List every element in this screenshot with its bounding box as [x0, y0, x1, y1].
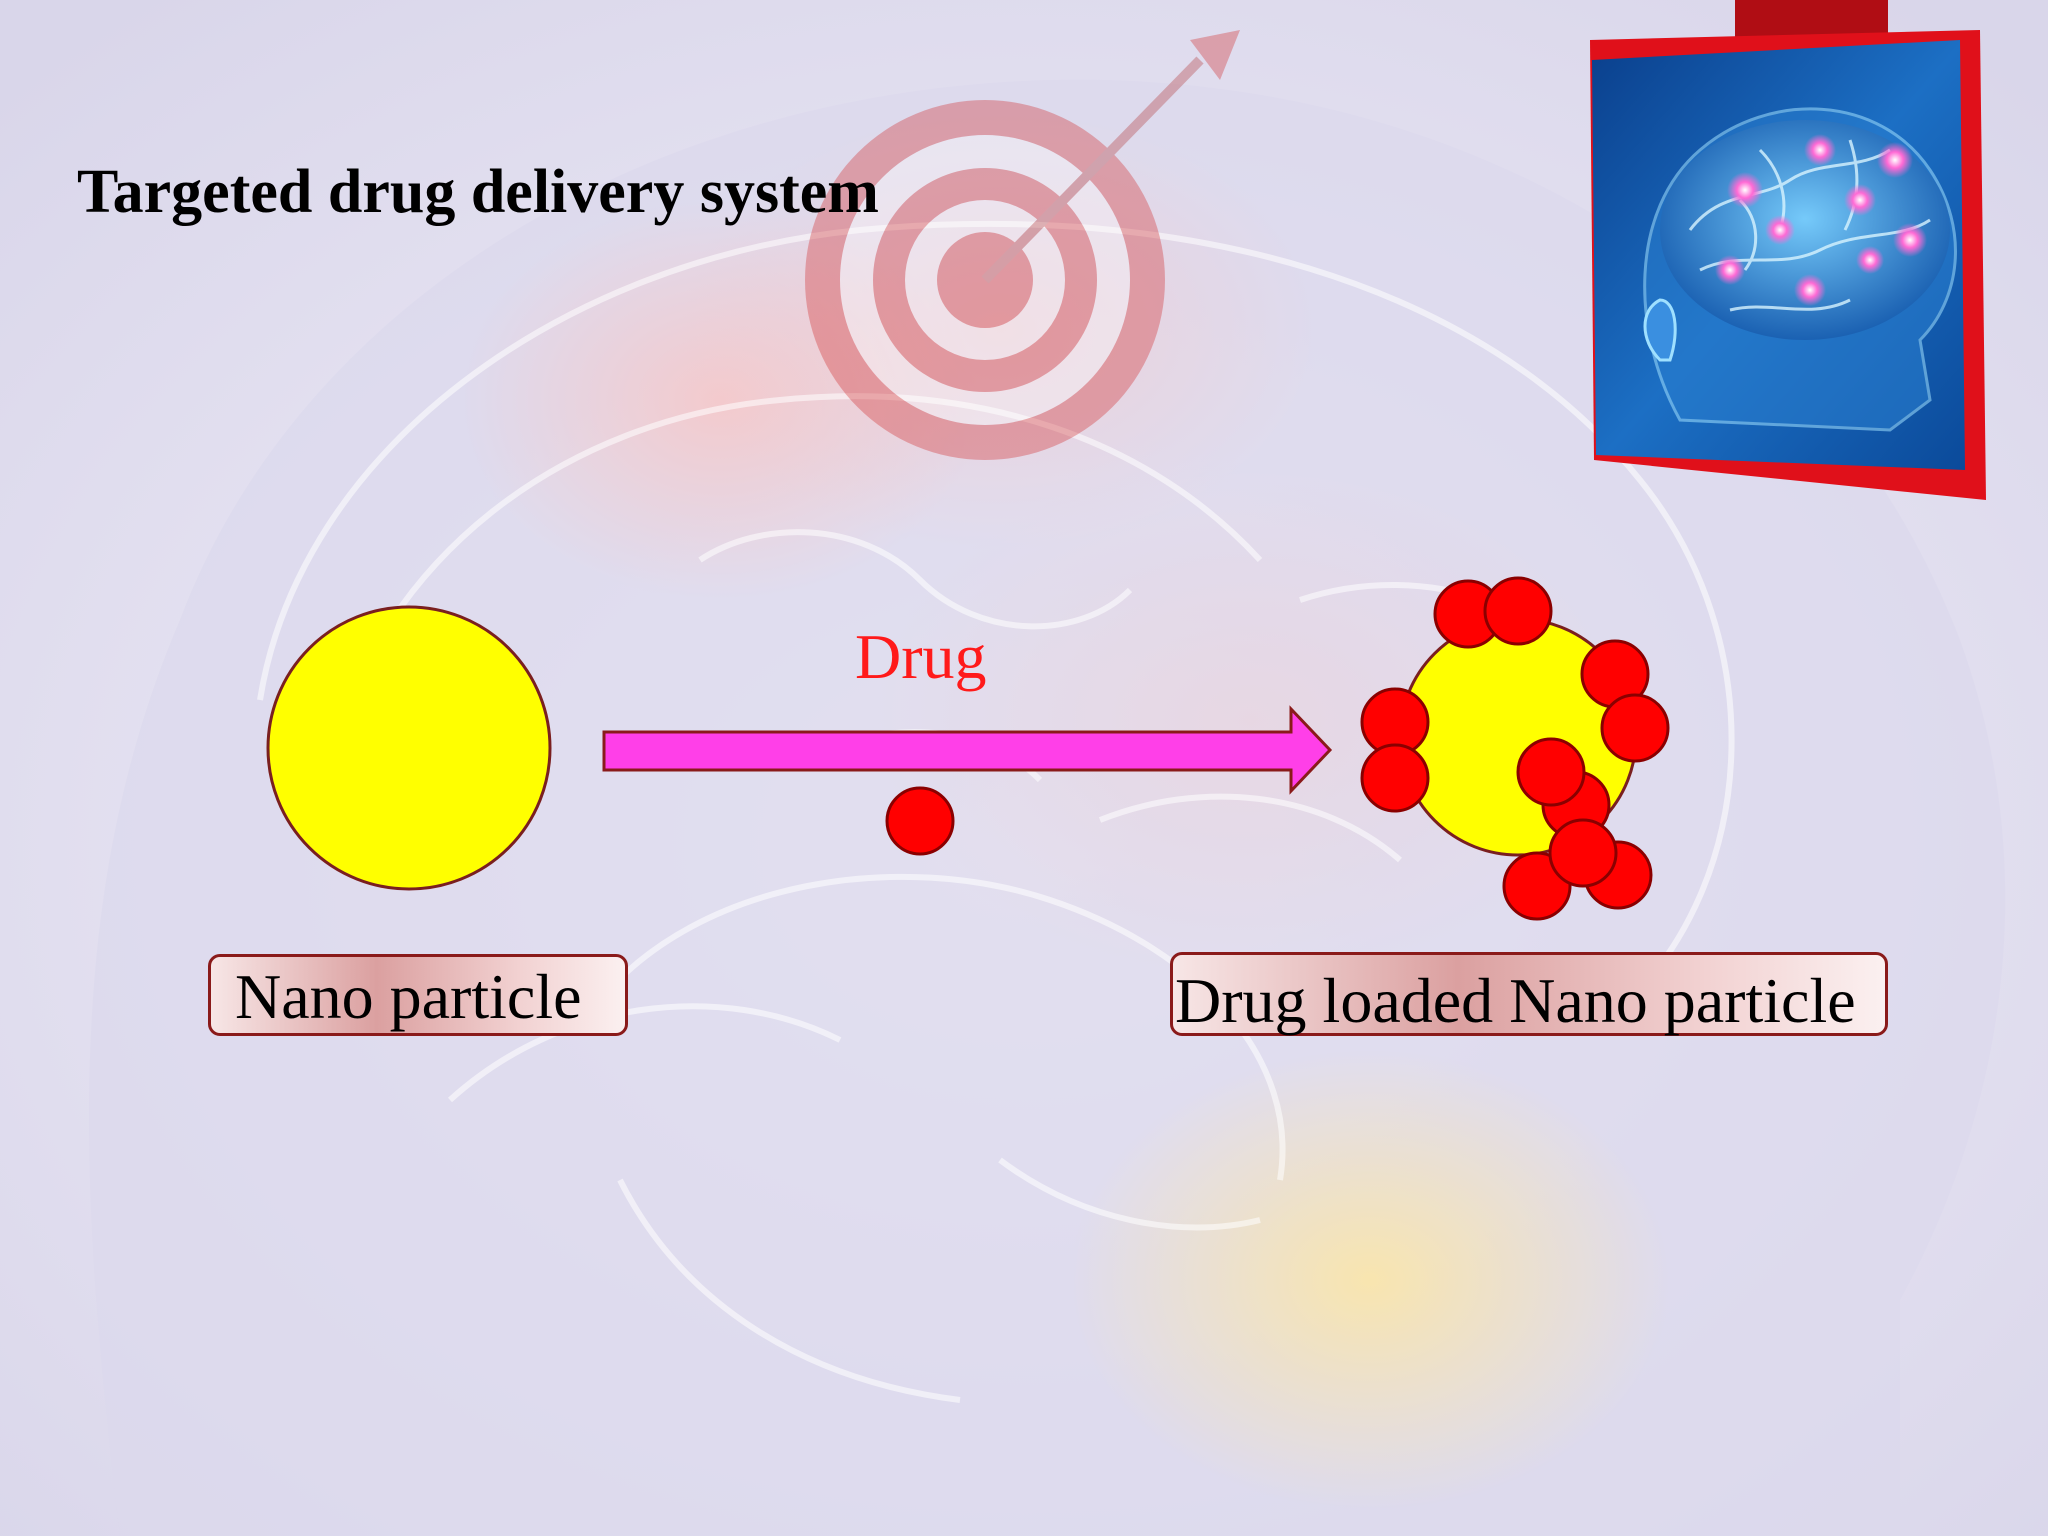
attached-drug-molecule	[1516, 737, 1586, 807]
nanoparticle-caption: Nano particle	[208, 954, 628, 1036]
attached-drug-molecule	[1600, 693, 1670, 763]
drug-label: Drug	[855, 621, 987, 692]
drug-molecule	[885, 786, 955, 856]
attached-drug-molecule	[1360, 743, 1430, 813]
attached-drug-molecules	[1360, 576, 1670, 921]
attached-drug-molecule	[1483, 576, 1553, 646]
attached-drug-molecule	[1548, 818, 1618, 888]
right-arrow-icon	[602, 705, 1333, 795]
nanoparticle	[266, 605, 552, 891]
loaded-nanoparticle-caption: Drug loaded Nano particle	[1170, 952, 1888, 1036]
glowing-brain-head-icon	[1590, 0, 1986, 500]
slide-title: Targeted drug delivery system	[77, 158, 879, 226]
